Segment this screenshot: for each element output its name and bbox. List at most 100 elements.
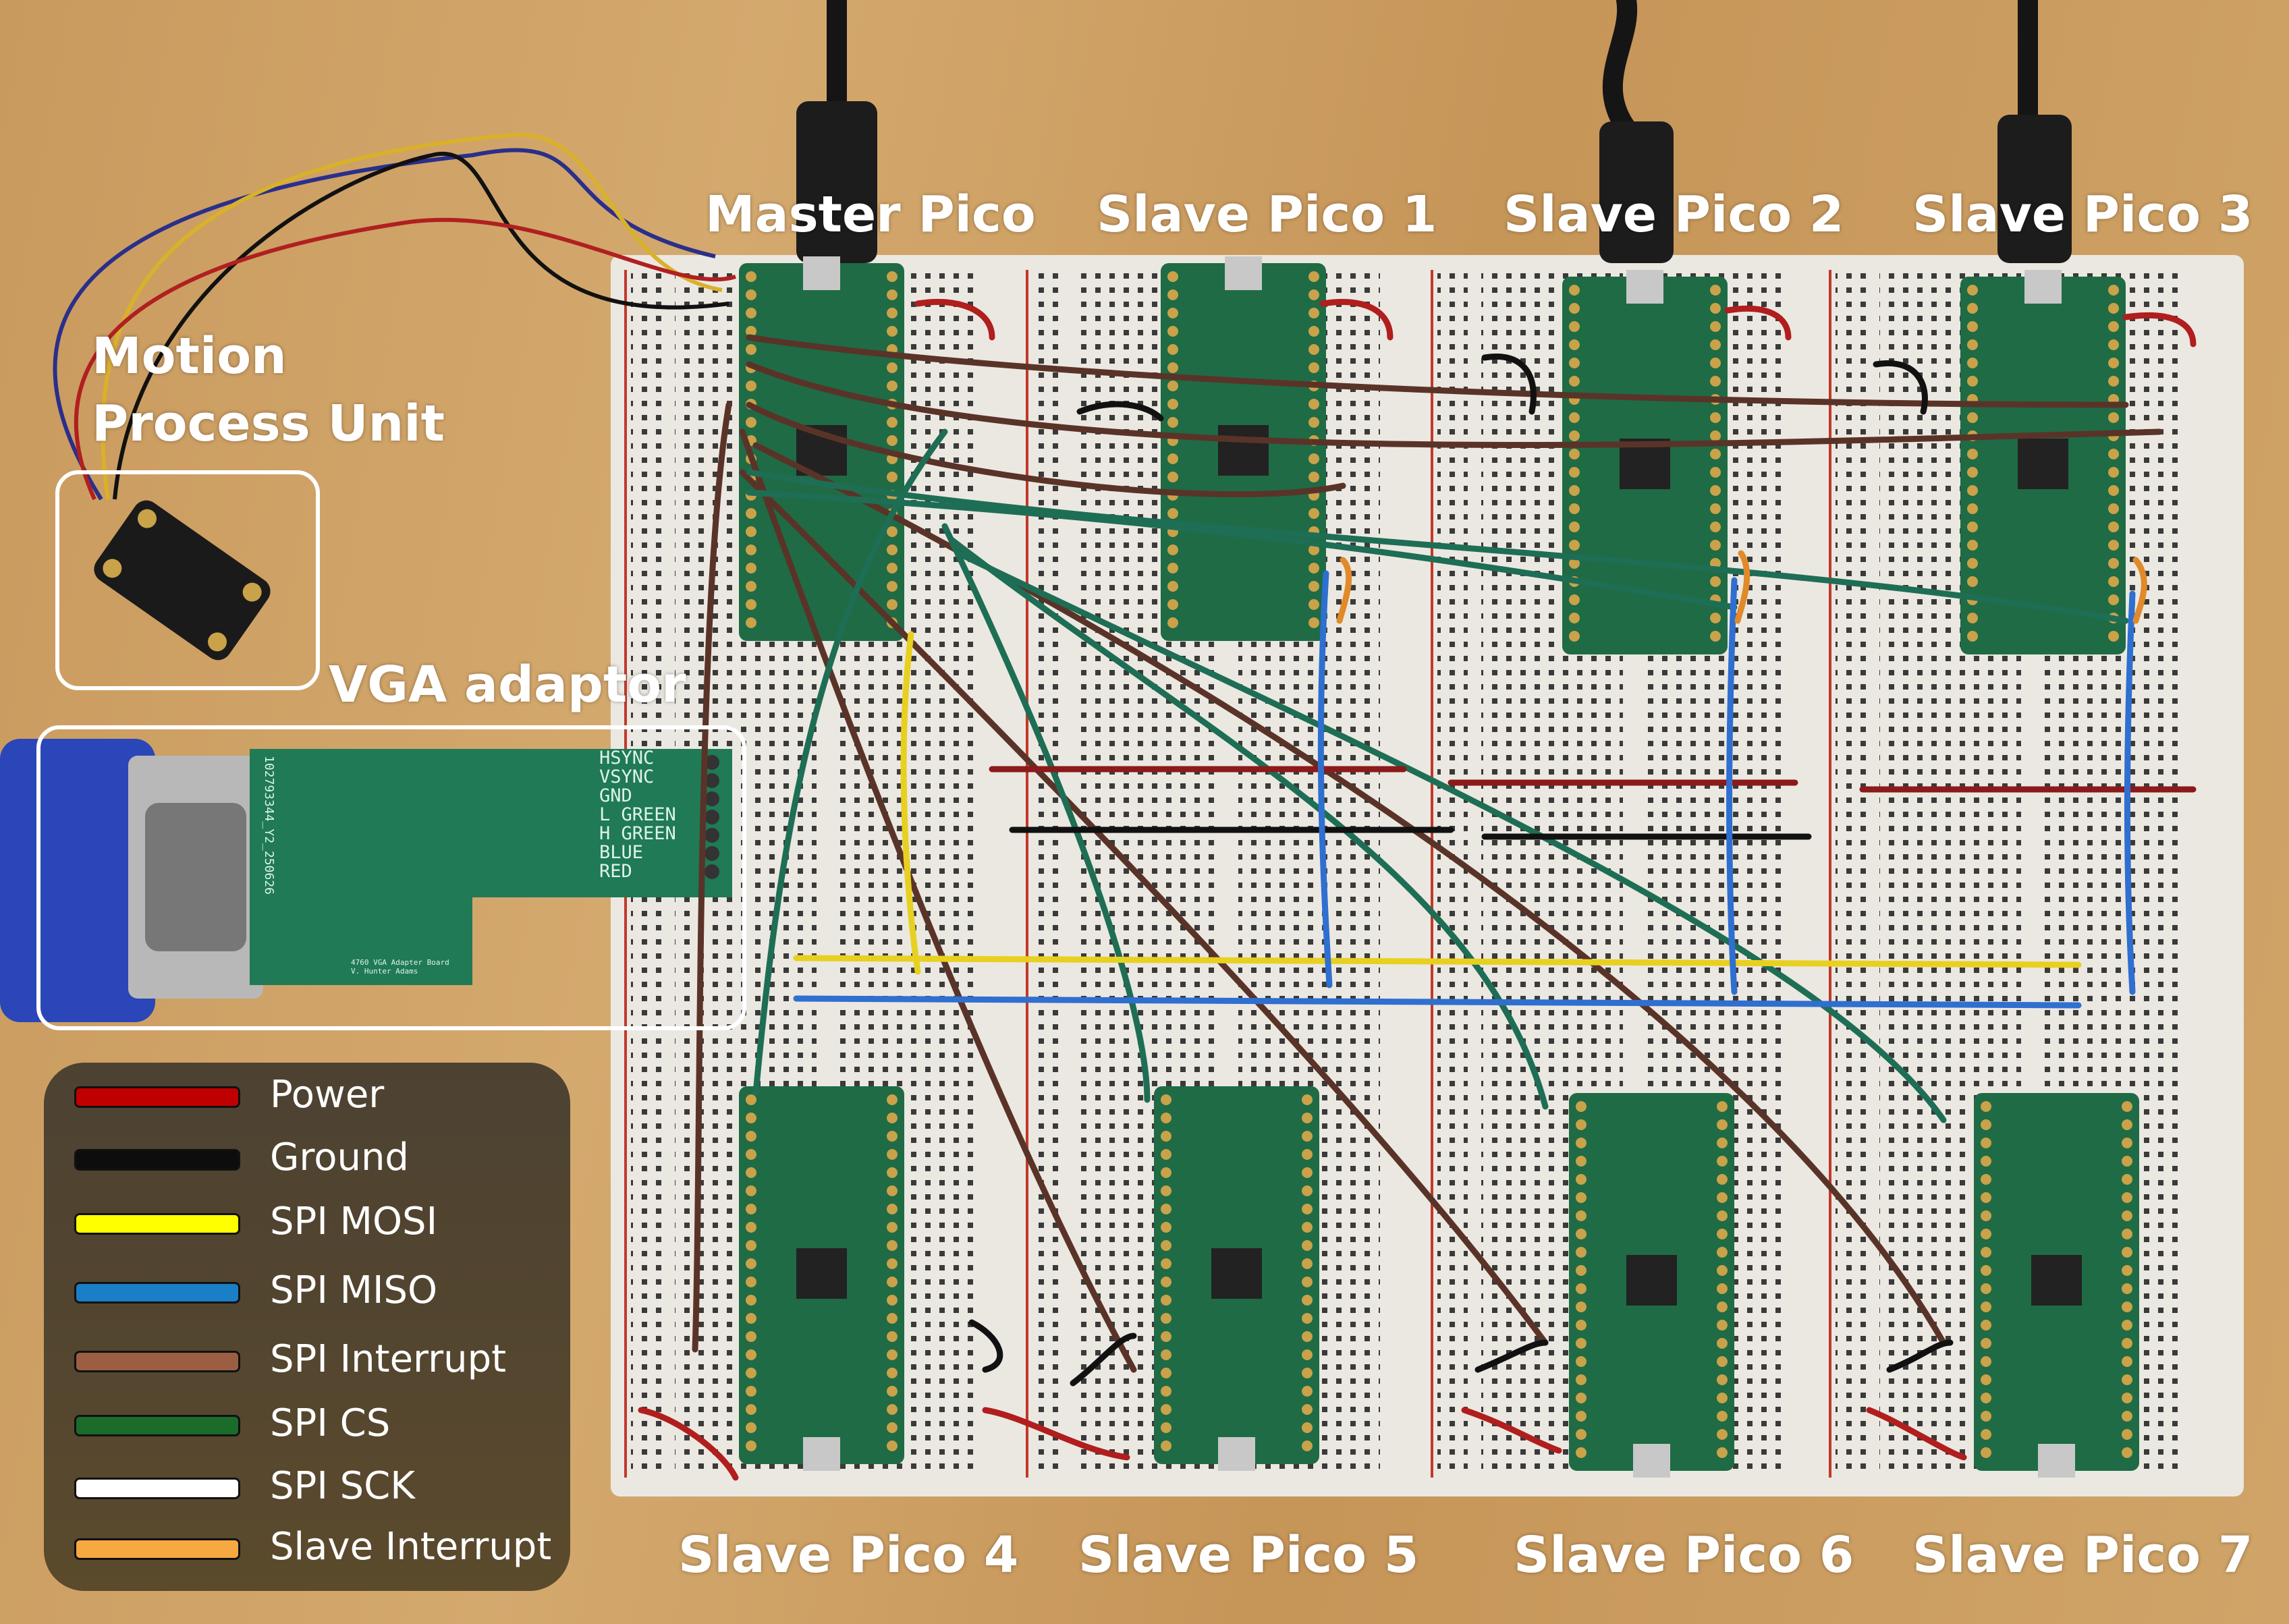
vga-pin-hsync: HSYNC (599, 748, 655, 768)
jumper-wire (2132, 557, 2147, 624)
jumper-wire (746, 489, 1738, 611)
swatch-spi-mosi (74, 1213, 240, 1235)
label-imu-line1: Motion (92, 327, 287, 385)
label-slave-pico-7: Slave Pico 7 (1912, 1526, 2253, 1584)
legend-label: SPI Interrupt (270, 1337, 507, 1381)
jumper-wire (1317, 570, 1333, 988)
usb-plug-slave2 (1599, 121, 1674, 263)
jumper-wire (2124, 590, 2136, 995)
usb-plug-master (796, 101, 877, 263)
legend-label: SPI MISO (270, 1268, 438, 1312)
vga-pin-gnd: GND (599, 785, 632, 806)
vga-pin-vsync: VSYNC (599, 766, 655, 787)
pico-board (1569, 1093, 1734, 1478)
swatch-ground (74, 1149, 240, 1171)
jumper-wire (746, 334, 2129, 408)
jumper-wire (692, 401, 732, 1353)
jumper-wire (793, 955, 2082, 968)
legend-item-spi-interrupt: SPI Interrupt (44, 1331, 570, 1391)
vga-board-title-line1: 4760 VGA Adapter Board (351, 958, 449, 967)
swatch-spi-miso (74, 1282, 240, 1304)
label-master-pico: Master Pico (705, 186, 1036, 244)
vga-pin-h-green: H GREEN (599, 823, 676, 844)
pico-board (739, 1086, 904, 1471)
jumper-wire (1319, 298, 1394, 341)
jumper-wire (1866, 1407, 1967, 1461)
jumper-wire (968, 1319, 1003, 1373)
power-rail-holes (1836, 270, 1866, 1478)
imu-board (94, 500, 271, 661)
legend-label: Power (270, 1073, 385, 1117)
jumper-wire (638, 1407, 739, 1481)
vga-highlight-box (36, 725, 746, 1030)
vga-part-number: 102793344_Y2_250626 (262, 756, 276, 895)
power-rail-holes (1437, 270, 1468, 1478)
jumper-wire (1886, 1339, 1954, 1373)
jumper-wire (746, 361, 2163, 449)
jumper-wire (1336, 557, 1352, 624)
jumper-wire (1873, 360, 1928, 415)
vga-pin-blue: BLUE (599, 842, 644, 863)
label-imu-line2: Process Unit (92, 395, 445, 453)
jumper-wire (1474, 1339, 1549, 1373)
vga-pin-red: RED (599, 861, 632, 882)
pico-board (1161, 256, 1326, 641)
jumper-wire (1461, 1407, 1562, 1454)
legend-item-spi-sck: SPI SCK (44, 1457, 570, 1518)
swatch-spi-sck (74, 1478, 240, 1499)
wire-color-legend: Power Ground SPI MOSI SPI MISO SPI Inter… (44, 1063, 570, 1591)
jumper-wire (982, 1407, 1130, 1461)
jumper-wire (1481, 354, 1537, 415)
swatch-spi-cs (74, 1415, 240, 1436)
swatch-power (74, 1086, 240, 1108)
imu-highlight-box (55, 470, 320, 690)
jumper-wire (2122, 312, 2197, 347)
legend-label: Slave Interrupt (270, 1525, 552, 1569)
legend-item-ground: Ground (44, 1129, 570, 1189)
legend-item-spi-cs: SPI CS (44, 1395, 570, 1455)
legend-label: Ground (270, 1136, 409, 1179)
vga-board-title: 4760 VGA Adapter Board V. Hunter Adams (351, 958, 449, 976)
legend-label: SPI SCK (270, 1464, 416, 1508)
label-slave-pico-1: Slave Pico 1 (1097, 186, 1437, 244)
usb-plug-slave3 (1997, 115, 2072, 263)
legend-label: SPI MOSI (270, 1200, 438, 1243)
label-slave-pico-5: Slave Pico 5 (1078, 1526, 1419, 1584)
legend-item-spi-mosi: SPI MOSI (44, 1193, 570, 1254)
usb-cables (827, 0, 2038, 138)
jumper-wire (752, 428, 948, 1096)
legend-item-power: Power (44, 1066, 570, 1127)
jumper-wire (746, 401, 1346, 497)
vga-adapter-pcb (250, 749, 732, 985)
label-slave-pico-6: Slave Pico 6 (1514, 1526, 1854, 1584)
jumper-wire (955, 550, 1947, 1123)
jumper-wire (793, 995, 2082, 1009)
imu-wires (53, 132, 736, 501)
jumper-wire (1734, 550, 1750, 624)
jumper-wire (1070, 1333, 1137, 1387)
label-slave-pico-4: Slave Pico 4 (678, 1526, 1019, 1584)
power-rail-holes (1032, 270, 1063, 1478)
label-slave-pico-3: Slave Pico 3 (1912, 186, 2253, 244)
pico-board (1562, 270, 1728, 654)
jumper-wire (739, 469, 1549, 1346)
jumper-wire (1724, 305, 1792, 341)
label-vga-adaptor: VGA adaptor (329, 656, 686, 714)
jumper-wire (1076, 401, 1164, 422)
pico-board (1960, 270, 2126, 654)
jumper-wire (900, 631, 921, 975)
legend-item-slave-interrupt: Slave Interrupt (44, 1518, 570, 1579)
pico-board (1154, 1086, 1319, 1471)
swatch-slave-interrupt (74, 1538, 240, 1560)
jumper-wire (746, 469, 2129, 624)
label-slave-pico-2: Slave Pico 2 (1504, 186, 1844, 244)
jumper-wire (914, 298, 995, 341)
vga-pin-labels: HSYNC VSYNC GND L GREEN H GREEN BLUE RED (599, 749, 676, 881)
legend-label: SPI CS (270, 1401, 391, 1445)
vga-board-title-line2: V. Hunter Adams (351, 967, 418, 976)
jumper-wire (1726, 577, 1738, 995)
jumper-wire (941, 523, 1151, 1103)
pico-board (1974, 1093, 2139, 1478)
vga-pins (705, 755, 719, 879)
